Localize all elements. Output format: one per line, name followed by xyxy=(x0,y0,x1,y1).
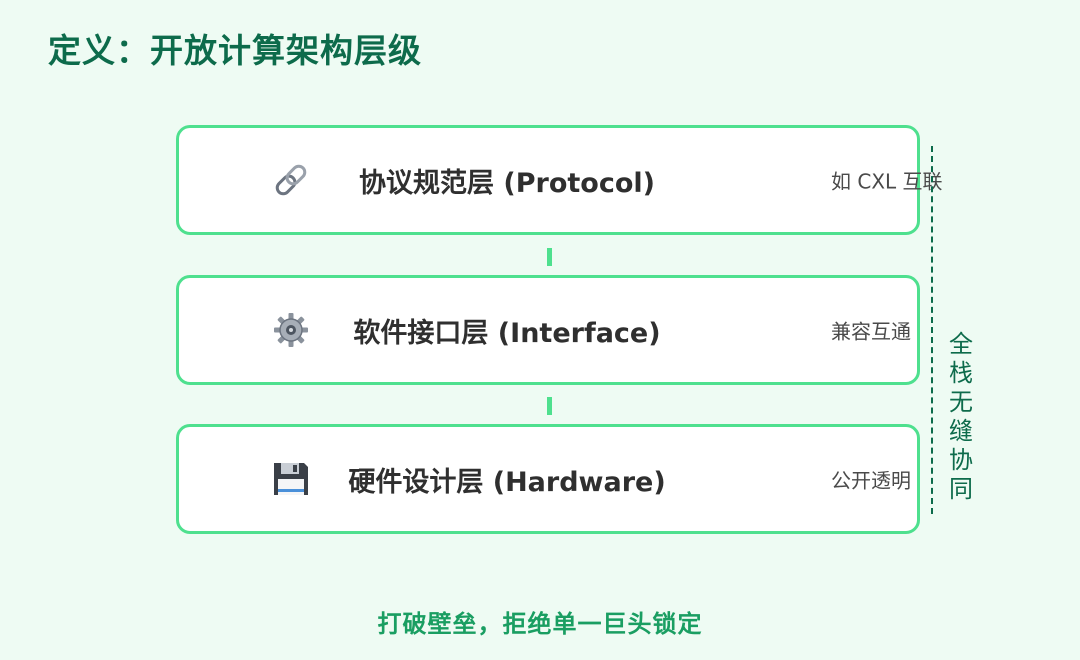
connector-line xyxy=(547,397,552,415)
layer-title: 协议规范层 (Protocol) xyxy=(359,167,655,199)
layer-card-protocol: 协议规范层 (Protocol) 如 CXL 互联 xyxy=(176,125,943,235)
layer-note: 兼容互通 xyxy=(831,319,911,344)
layer-note: 如 CXL 互联 xyxy=(831,169,943,194)
layer-card-hardware: 硬件设计层 (Hardware) 公开透明 xyxy=(176,424,920,534)
link-icon xyxy=(271,160,311,200)
side-label: 全栈无缝协同 xyxy=(949,330,973,503)
connector-line xyxy=(547,248,552,266)
layer-note: 公开透明 xyxy=(831,468,911,493)
layer-title: 软件接口层 (Interface) xyxy=(353,317,661,349)
layer-card-interface: 软件接口层 (Interface) 兼容互通 xyxy=(176,275,920,385)
side-bracket-line xyxy=(931,146,933,514)
footer-tagline: 打破壁垒，拒绝单一巨头锁定 xyxy=(377,610,703,638)
gear-icon xyxy=(271,310,311,350)
layer-title: 硬件设计层 (Hardware) xyxy=(348,466,666,498)
page-title: 定义：开放计算架构层级 xyxy=(48,31,422,70)
floppy-disk-icon xyxy=(271,459,311,499)
